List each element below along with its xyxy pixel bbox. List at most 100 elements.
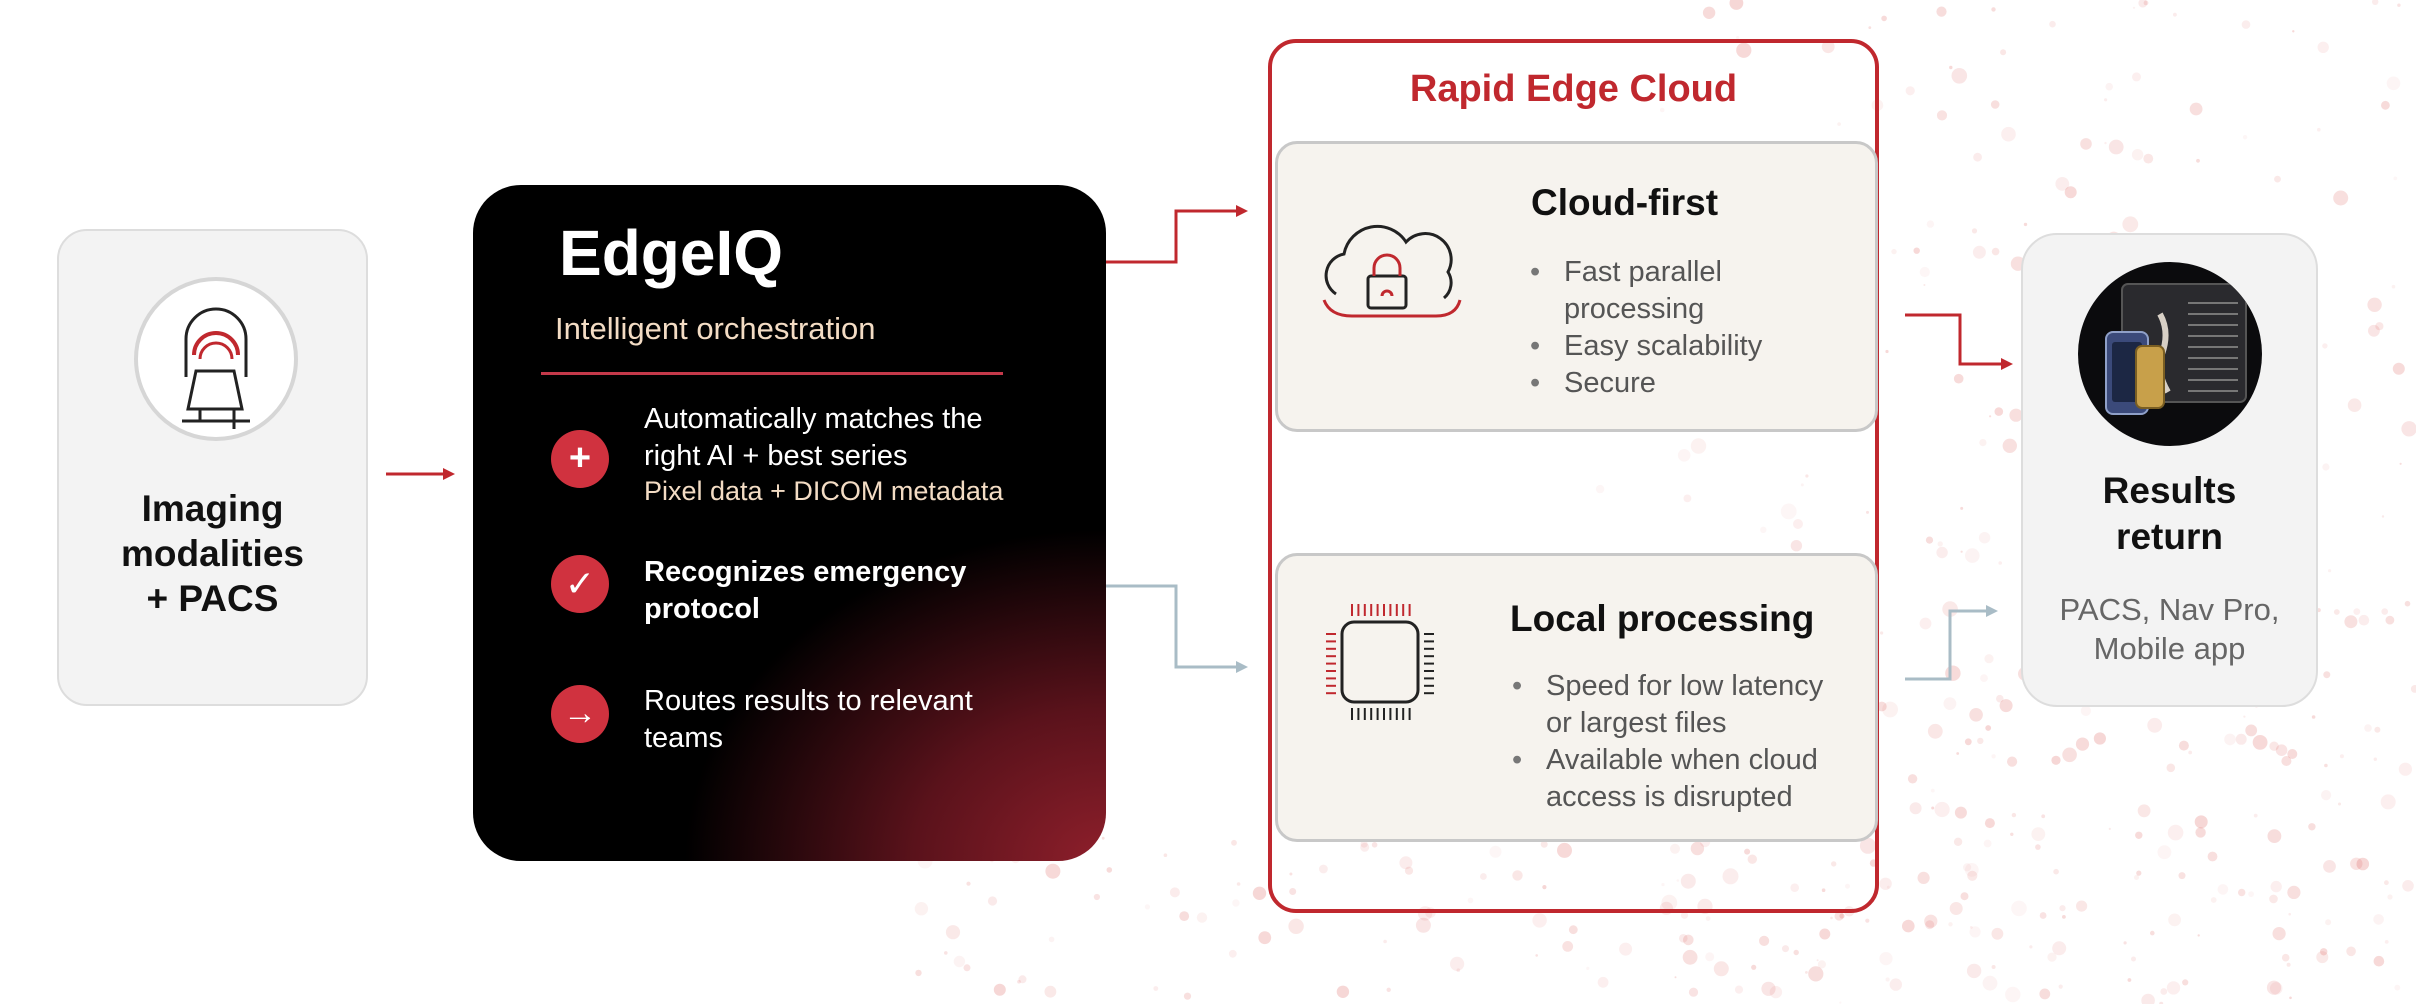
background-speckle [2380,794,2396,810]
plus-icon: + [551,430,609,488]
local-processing-panel: Local processing Speed for low latency o… [1275,553,1878,842]
background-speckle [2387,894,2393,900]
background-speckle [1258,931,1272,945]
background-speckle [2002,438,2018,453]
background-speckle [1907,774,1918,784]
background-speckle [987,896,998,906]
background-speckle [1386,987,1391,992]
rapid-edge-cloud-frame: Rapid Edge Cloud Cloud-first Fast parall… [1268,39,1879,913]
background-speckle [2399,462,2402,465]
background-speckle [2358,614,2370,626]
background-speckle [2381,515,2385,518]
feature-text-line: Automatically matches the [644,403,983,435]
background-speckle [1885,349,1889,354]
background-speckle [1236,882,1241,886]
background-speckle [2075,737,2090,751]
background-speckle [2266,980,2282,995]
background-speckle [1808,966,1824,982]
background-speckle [2404,600,2411,607]
background-speckle [2373,757,2377,761]
background-speckle [2143,153,2154,164]
background-speckle [2138,0,2148,8]
bullet-item: Available when cloud access is disrupted [1510,742,1850,816]
background-speckle [2275,744,2288,756]
report-row-line [2188,357,2238,359]
background-speckle [2243,715,2246,718]
background-speckle [2286,962,2291,967]
cpu-chip-icon [1322,600,1438,729]
background-speckle [2093,732,2106,745]
background-speckle [2080,705,2091,717]
background-speckle [2217,884,2229,895]
background-speckle [1713,961,1729,977]
background-speckle [966,881,971,886]
background-speckle [1183,992,1192,1000]
background-speckle [2029,945,2033,949]
background-speckle [1805,971,1808,974]
results-return-title: Results return [2023,468,2316,560]
background-speckle [2384,880,2389,886]
background-speckle [2333,190,2349,206]
background-speckle [1751,964,1757,970]
background-speckle [2053,868,2059,875]
background-speckle [1977,737,1984,745]
bullet-item: Secure [1528,365,1828,402]
edgeiq-card: EdgeIQ Intelligent orchestration + Autom… [473,185,1106,861]
background-speckle [1682,949,1698,965]
background-speckle [2410,685,2416,693]
background-speckle [1017,979,1021,984]
background-speckle [1969,708,1983,722]
background-speckle [2317,41,2329,53]
background-speckle [1688,987,1699,997]
background-speckle [1889,978,1903,991]
background-speckle [2386,76,2401,91]
background-speckle [963,964,971,972]
report-row-line [2188,368,2238,370]
background-speckle [2010,832,2014,836]
background-speckle [1879,952,1893,966]
background-speckle [2132,6,2136,9]
background-speckle [1951,68,1968,84]
rapid-edge-cloud-title: Rapid Edge Cloud [1409,68,1738,110]
background-speckle [1966,963,1982,979]
background-speckle [2041,814,2046,819]
background-speckle [1937,541,1943,547]
background-speckle [2322,343,2328,349]
background-speckle [2122,216,2139,233]
background-speckle [1972,245,1986,259]
background-speckle [2224,733,2236,746]
background-speckle [2311,715,2316,719]
background-speckle [1816,959,1819,962]
background-speckle [2269,894,2278,904]
background-speckle [1163,853,1168,857]
background-speckle [1953,373,1964,384]
background-speckle [1905,86,1915,96]
background-speckle [2325,919,2332,926]
background-speckle [2141,993,2155,1004]
background-speckle [2035,844,2041,850]
background-speckle [2104,141,2107,145]
background-speckle [1942,601,1958,617]
background-speckle [1917,871,1930,885]
modalities-title-line: modalities [121,533,304,574]
arrow-right-icon: → [551,685,609,743]
background-speckle [1597,976,1609,988]
background-speckle [2292,30,2295,33]
background-speckle [2322,463,2330,471]
feature-text-line: protocol [644,593,760,625]
background-speckle [2080,138,2092,150]
background-speckle [1919,617,1932,630]
imaging-modalities-title: Imaging modalities + PACS [59,486,366,621]
background-speckle [1288,918,1304,934]
background-speckle [1093,893,1100,901]
background-speckle [1705,916,1711,921]
cloud-lock-icon [1316,214,1466,329]
results-return-card: Results return PACS, Nav Pro, Mobile app [2021,233,2318,707]
background-speckle [2267,829,2282,843]
background-speckle [2269,741,2279,751]
background-speckle [1839,913,1845,919]
background-speckle [2252,735,2268,750]
background-speckle [2051,755,2061,765]
background-speckle [1880,631,1884,635]
